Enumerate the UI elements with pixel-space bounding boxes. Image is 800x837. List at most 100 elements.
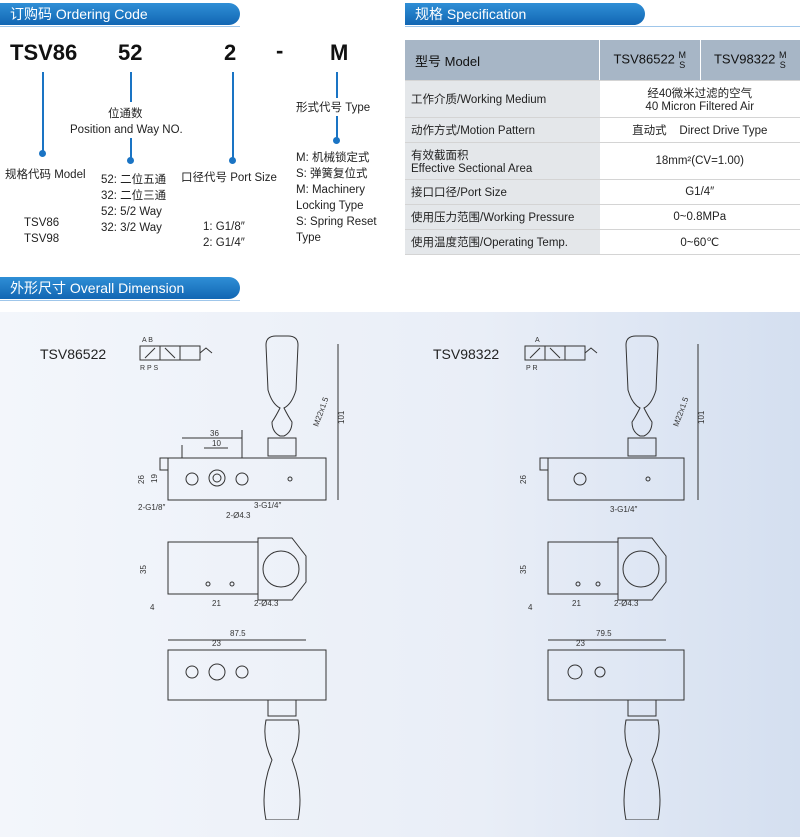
valve-body-top <box>167 649 327 820</box>
code-type: M <box>330 40 349 65</box>
type-option-3: M: Machinery <box>296 184 366 196</box>
spec-row-label: 有效截面积 Effective Sectional Area <box>405 142 600 180</box>
spec-row-pressure: 使用压力范围/Working Pressure 0~0.8MPa <box>405 204 800 230</box>
type-dot <box>333 137 340 144</box>
code-model: TSV86 <box>10 40 78 65</box>
model2-suffix-m: M <box>779 50 787 60</box>
type-option-5: S: Spring Reset <box>296 216 377 228</box>
spec-row-value: 经40微米过滤的空气 40 Micron Filtered Air <box>599 80 800 118</box>
model1-suffix: M S <box>679 50 687 70</box>
model2-suffix: M S <box>779 50 787 70</box>
spec-row-medium: 工作介质/Working Medium 经40微米过滤的空气 40 Micron… <box>405 80 800 118</box>
valve-symbol: A P R <box>524 337 598 372</box>
port-g18: 2-G1/8″ <box>138 503 165 512</box>
valve-body-side <box>167 537 307 601</box>
dim-101: 101 <box>337 410 346 424</box>
port-g14: 3-G1/4″ <box>254 501 281 510</box>
symbol-pr: P R <box>526 365 538 372</box>
way-option-3: 52: 5/2 Way <box>101 206 162 218</box>
type-option-4: Locking Type <box>296 200 364 212</box>
symbol-a: A <box>535 337 540 344</box>
hole-43: 2-Ø4.3 <box>614 599 639 608</box>
specification-tab: 规格 Specification <box>405 3 645 25</box>
spec-row-value: 0~60℃ <box>599 229 800 255</box>
spec-row-value: 0~0.8MPa <box>599 204 800 230</box>
way-option-4: 32: 3/2 Way <box>101 222 162 234</box>
spec-row-label: 使用压力范围/Working Pressure <box>405 204 600 230</box>
spec-row-motion: 动作方式/Motion Pattern 直动式 Direct Drive Typ… <box>405 117 800 143</box>
dim-19: 19 <box>150 474 159 483</box>
dim-35: 35 <box>519 565 528 574</box>
dimension-tab: 外形尺寸 Overall Dimension <box>0 277 240 299</box>
hole-43-side: 2-Ø4.3 <box>254 599 279 608</box>
dim-35: 35 <box>139 565 148 574</box>
area-label-en: Effective Sectional Area <box>411 163 533 175</box>
type-connector <box>336 72 338 98</box>
right-dimension-drawing: A P R 26 101 M22x1.5 3-G1/4″ 35 4 21 2-Ø… <box>519 335 706 820</box>
type-connector-2 <box>336 116 338 140</box>
spec-row-value: 18mm²(CV=1.00) <box>599 142 800 180</box>
model-dot <box>39 150 46 157</box>
spec-header-model2: TSV98322 M S <box>700 40 800 81</box>
port-dot <box>229 157 236 164</box>
way-option-2: 32: 二位三通 <box>101 190 167 202</box>
way-label-cn: 位通数 <box>108 108 143 120</box>
way-connector-2 <box>130 138 132 160</box>
code-dash: - <box>276 38 284 63</box>
dim-21: 21 <box>572 599 581 608</box>
model-connector <box>42 72 44 154</box>
ordering-code-tab: 订购码 Ordering Code <box>0 3 240 25</box>
spec-row-port: 接口口径/Port Size G1/4″ <box>405 179 800 205</box>
way-connector <box>130 72 132 102</box>
dim-26: 26 <box>137 475 146 484</box>
symbol-rps: R P S <box>140 365 158 372</box>
model2-name: TSV98322 <box>713 51 776 67</box>
spec-row-area: 有效截面积 Effective Sectional Area 18mm²(CV=… <box>405 142 800 180</box>
model-option-1: TSV86 <box>24 217 60 229</box>
spec-divider <box>405 26 800 27</box>
spec-header-row: 型号 Model TSV86522 M S TSV98322 M S <box>405 40 800 81</box>
valve-body-side <box>547 537 667 601</box>
dimension-panel <box>0 312 800 837</box>
valve-body-top <box>547 649 685 820</box>
spec-header-model1: TSV86522 M S <box>599 40 701 81</box>
port-label: 口径代号 Port Size <box>181 172 277 184</box>
symbol-ab: A B <box>142 337 153 344</box>
right-model-title: TSV98322 <box>433 346 500 362</box>
thread-m22: M22x1.5 <box>311 395 330 427</box>
dim-23: 23 <box>212 639 221 648</box>
type-option-2: S: 弹簧复位式 <box>296 168 368 180</box>
valve-body-front <box>539 457 685 501</box>
type-option-6: Type <box>296 232 321 244</box>
thread-m22: M22x1.5 <box>671 395 690 427</box>
way-option-1: 52: 二位五通 <box>101 174 167 186</box>
left-model-title: TSV86522 <box>40 346 107 362</box>
model1-suffix-s: S <box>679 60 686 70</box>
spec-row-label: 接口口径/Port Size <box>405 179 600 205</box>
type-label: 形式代号 Type <box>296 102 371 114</box>
dim-23: 23 <box>576 639 585 648</box>
dim-101: 101 <box>697 410 706 424</box>
model1-suffix-m: M <box>678 50 687 60</box>
area-label-cn: 有效截面积 <box>411 150 469 162</box>
spec-row-temp: 使用温度范围/Operating Temp. 0~60℃ <box>405 229 800 255</box>
dim-795: 79.5 <box>596 629 612 638</box>
spec-row-label: 工作介质/Working Medium <box>405 80 600 118</box>
spec-row-value: G1/4″ <box>599 179 800 205</box>
hole-43: 2-Ø4.3 <box>226 511 251 520</box>
model-option-2: TSV98 <box>24 233 60 245</box>
port-option-2: 2: G1/4″ <box>203 237 245 249</box>
handle-top <box>625 335 659 457</box>
dim-10: 10 <box>212 439 221 448</box>
handle-top <box>265 335 299 457</box>
way-dot <box>127 157 134 164</box>
code-port: 2 <box>224 40 237 65</box>
port-connector <box>232 72 234 160</box>
dim-4: 4 <box>150 603 155 612</box>
model1-name: TSV86522 <box>613 51 675 67</box>
valve-body-front <box>159 430 327 501</box>
model-label: 规格代码 Model <box>5 169 86 181</box>
medium-cn: 经40微米过滤的空气 <box>647 88 753 100</box>
medium-en: 40 Micron Filtered Air <box>645 101 755 113</box>
left-dimension-drawing: A B R P S 36 10 26 19 101 M22x1.5 2-G1/8… <box>137 335 346 820</box>
